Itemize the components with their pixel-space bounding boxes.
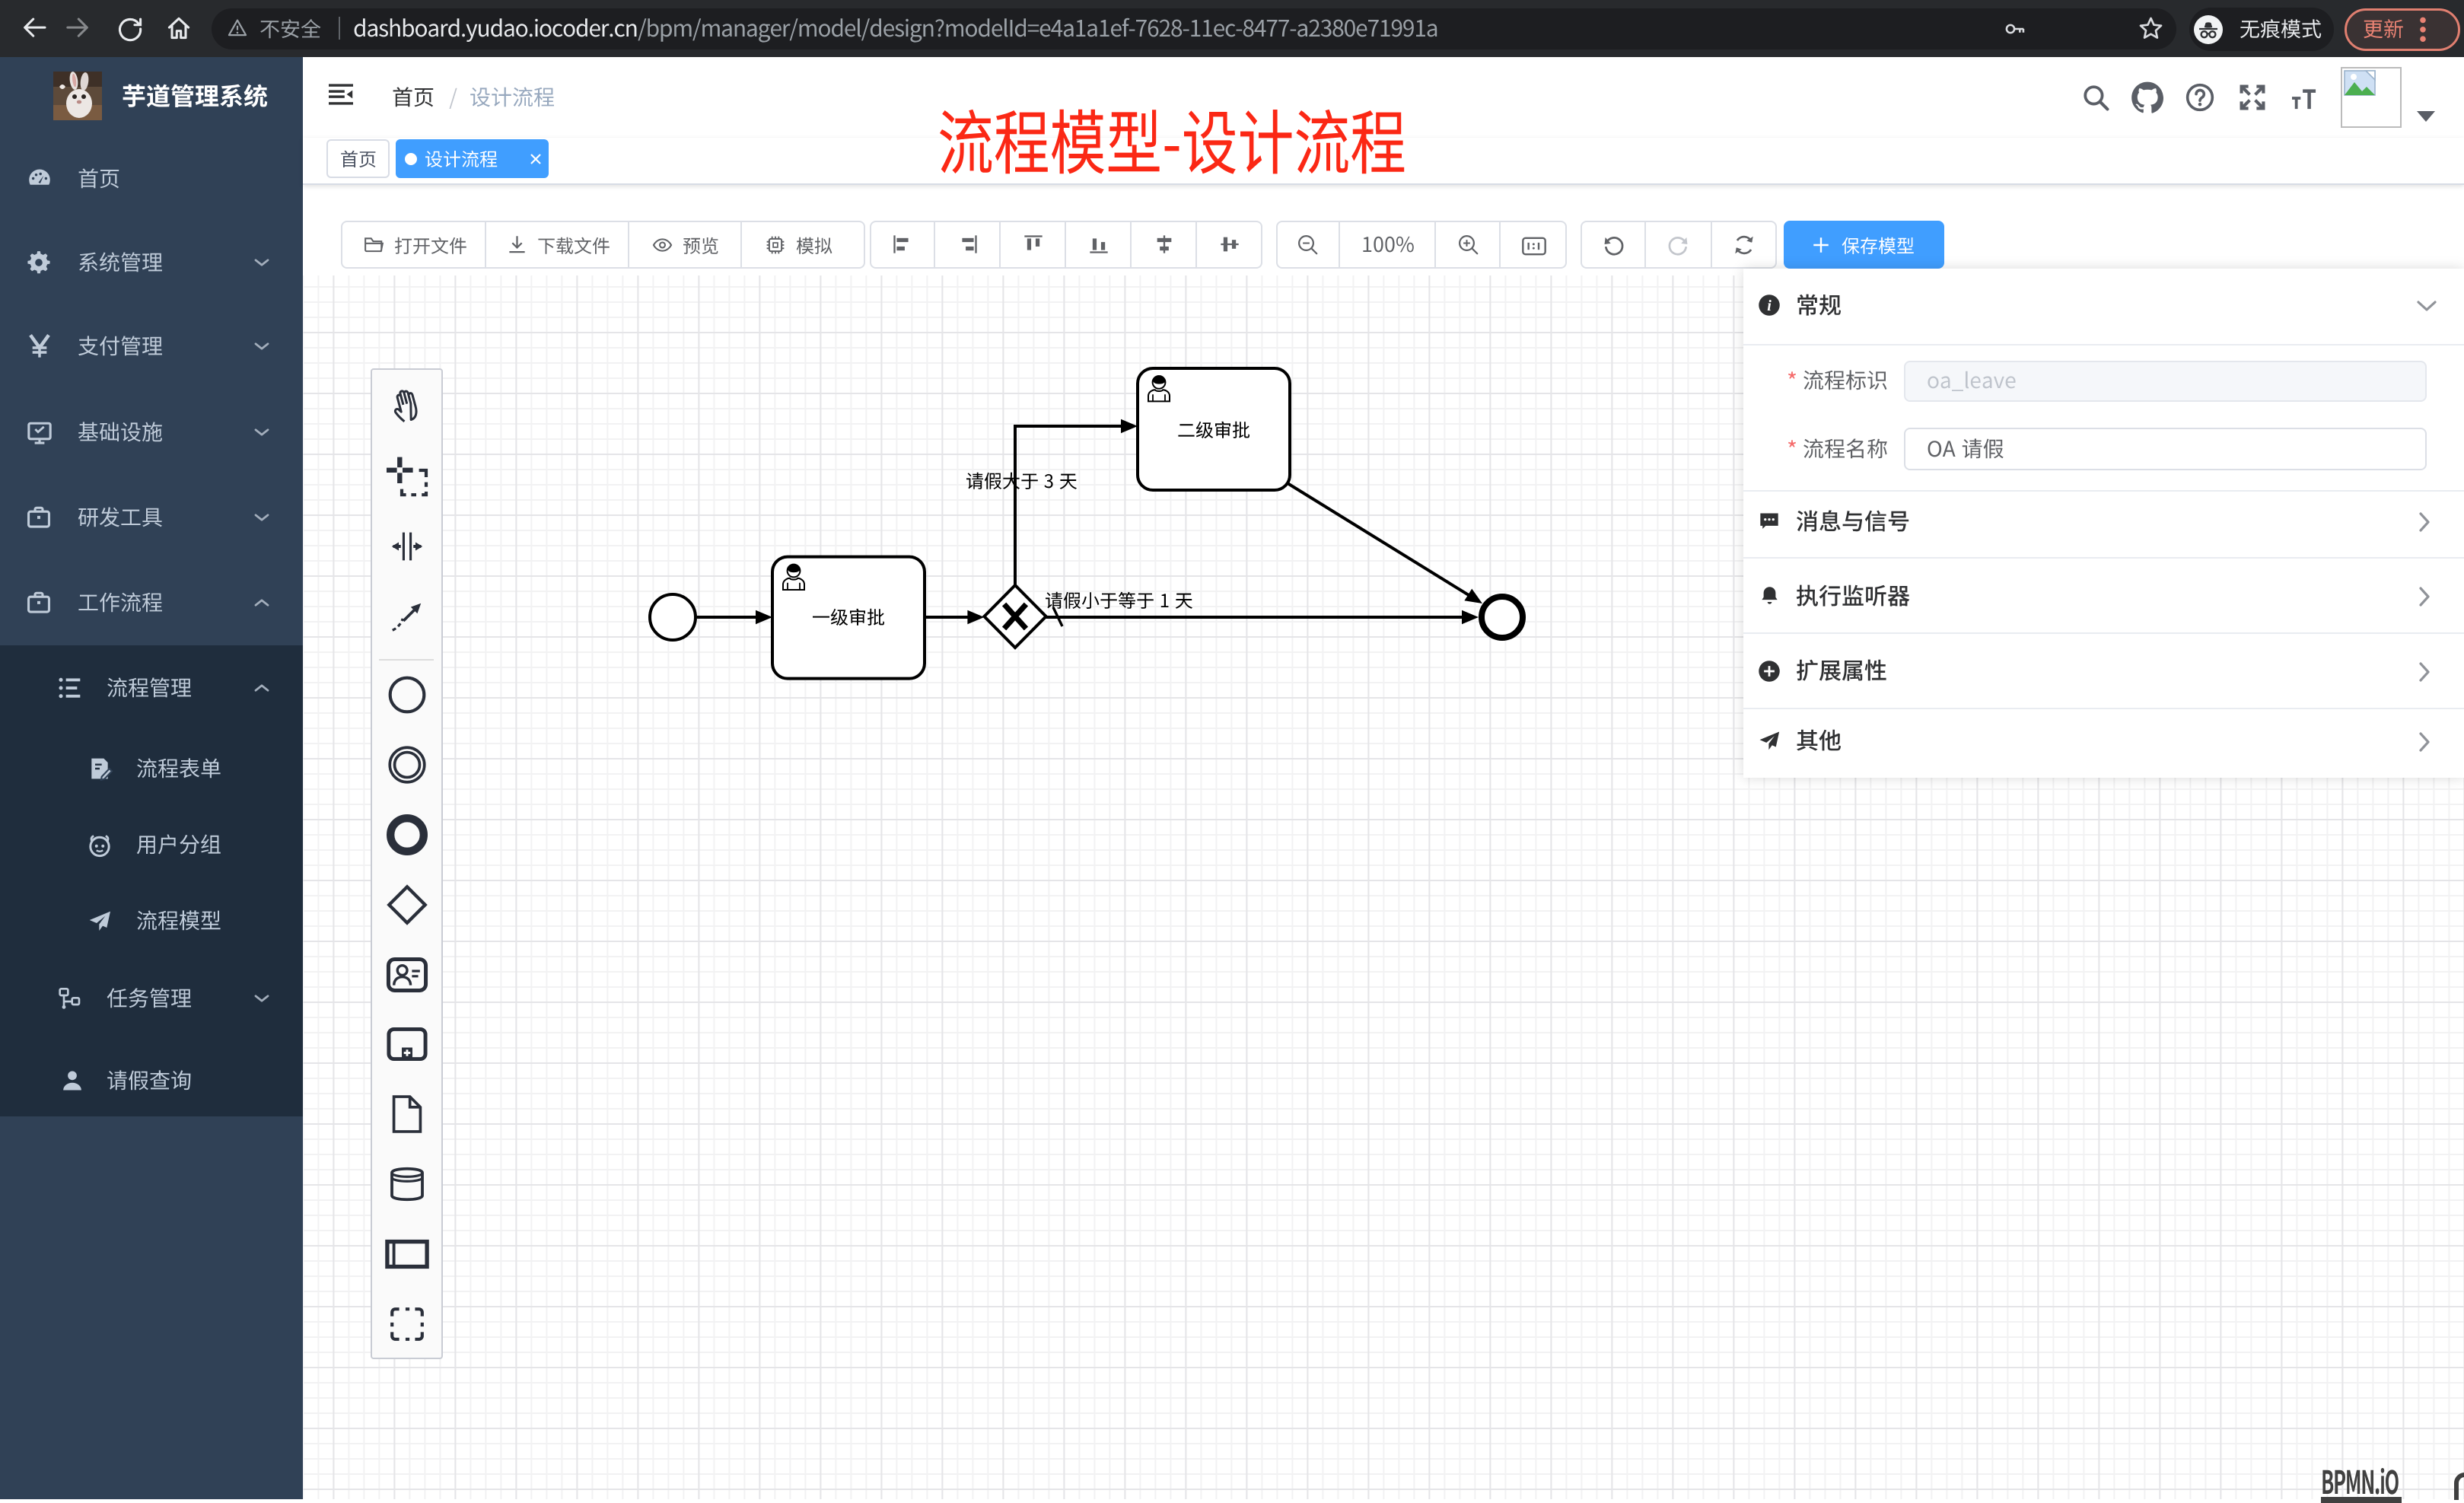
svg-text:i: i [1767,298,1772,314]
